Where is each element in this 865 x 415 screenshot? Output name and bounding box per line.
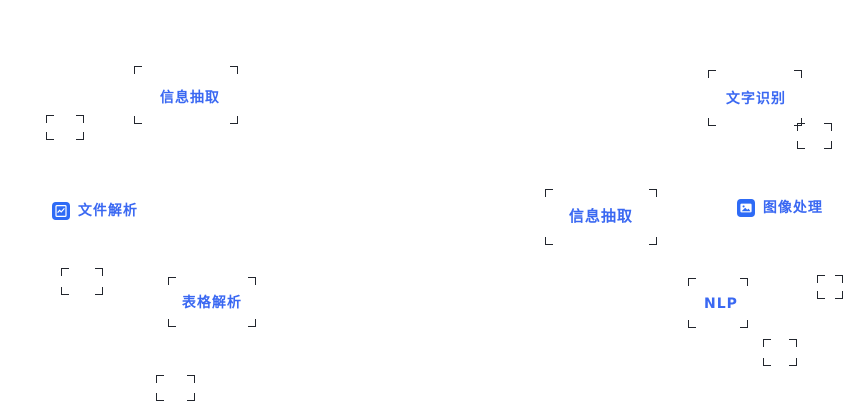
- document-parse-icon: [52, 202, 70, 220]
- corner-bracket-icon: [248, 277, 256, 285]
- tag-label: 文件解析: [78, 203, 138, 219]
- crop-frame-small-left-mid: [61, 268, 103, 295]
- corner-bracket-icon: [794, 118, 802, 126]
- corner-bracket-icon: [168, 319, 176, 327]
- corner-bracket-icon: [230, 116, 238, 124]
- crop-frame-small-right-mid: [817, 275, 843, 299]
- corner-bracket-icon: [688, 320, 696, 328]
- corner-bracket-icon: [708, 118, 716, 126]
- tag-table-parse: 表格解析: [182, 294, 242, 312]
- corner-bracket-icon: [95, 268, 103, 276]
- corner-bracket-icon: [824, 123, 832, 131]
- corner-bracket-icon: [740, 278, 748, 286]
- corner-bracket-icon: [649, 237, 657, 245]
- tag-file-parse: 文件解析: [52, 202, 138, 220]
- corner-bracket-icon: [789, 358, 797, 366]
- corner-bracket-icon: [835, 275, 843, 283]
- corner-bracket-icon: [187, 375, 195, 383]
- tag-nlp: NLP: [704, 295, 738, 313]
- tag-info-extraction-center: 信息抽取: [569, 207, 633, 225]
- corner-bracket-icon: [824, 141, 832, 149]
- corner-bracket-icon: [134, 66, 142, 74]
- corner-bracket-icon: [817, 291, 825, 299]
- corner-bracket-icon: [545, 189, 553, 197]
- corner-bracket-icon: [789, 339, 797, 347]
- corner-bracket-icon: [76, 132, 84, 140]
- tag-label: 文字识别: [726, 91, 786, 107]
- corner-bracket-icon: [168, 277, 176, 285]
- corner-bracket-icon: [76, 115, 84, 123]
- corner-bracket-icon: [46, 115, 54, 123]
- crop-frame-small-bottom-right: [763, 339, 797, 366]
- corner-bracket-icon: [835, 291, 843, 299]
- corner-bracket-icon: [134, 116, 142, 124]
- tag-label: NLP: [704, 296, 738, 312]
- corner-bracket-icon: [688, 278, 696, 286]
- corner-bracket-icon: [248, 319, 256, 327]
- corner-bracket-icon: [156, 393, 164, 401]
- corner-bracket-icon: [61, 268, 69, 276]
- corner-bracket-icon: [95, 287, 103, 295]
- tag-label: 表格解析: [182, 295, 242, 311]
- corner-bracket-icon: [817, 275, 825, 283]
- corner-bracket-icon: [763, 339, 771, 347]
- tag-image-processing: 图像处理: [737, 199, 823, 217]
- corner-bracket-icon: [794, 70, 802, 78]
- corner-bracket-icon: [46, 132, 54, 140]
- tag-info-extraction-top: 信息抽取: [160, 89, 220, 107]
- corner-bracket-icon: [545, 237, 553, 245]
- corner-bracket-icon: [187, 393, 195, 401]
- corner-bracket-icon: [797, 123, 805, 131]
- corner-bracket-icon: [61, 287, 69, 295]
- corner-bracket-icon: [797, 141, 805, 149]
- image-processing-icon: [737, 199, 755, 217]
- crop-frame-small-left-top: [46, 115, 84, 140]
- crop-frame-small-right-top: [797, 123, 832, 149]
- tag-label: 信息抽取: [160, 90, 220, 106]
- tag-label: 图像处理: [763, 200, 823, 216]
- corner-bracket-icon: [740, 320, 748, 328]
- corner-bracket-icon: [708, 70, 716, 78]
- corner-bracket-icon: [230, 66, 238, 74]
- tag-ocr: 文字识别: [726, 90, 786, 108]
- tag-label: 信息抽取: [569, 207, 634, 225]
- corner-bracket-icon: [156, 375, 164, 383]
- corner-bracket-icon: [763, 358, 771, 366]
- crop-frame-small-bottom-left: [156, 375, 195, 401]
- corner-bracket-icon: [649, 189, 657, 197]
